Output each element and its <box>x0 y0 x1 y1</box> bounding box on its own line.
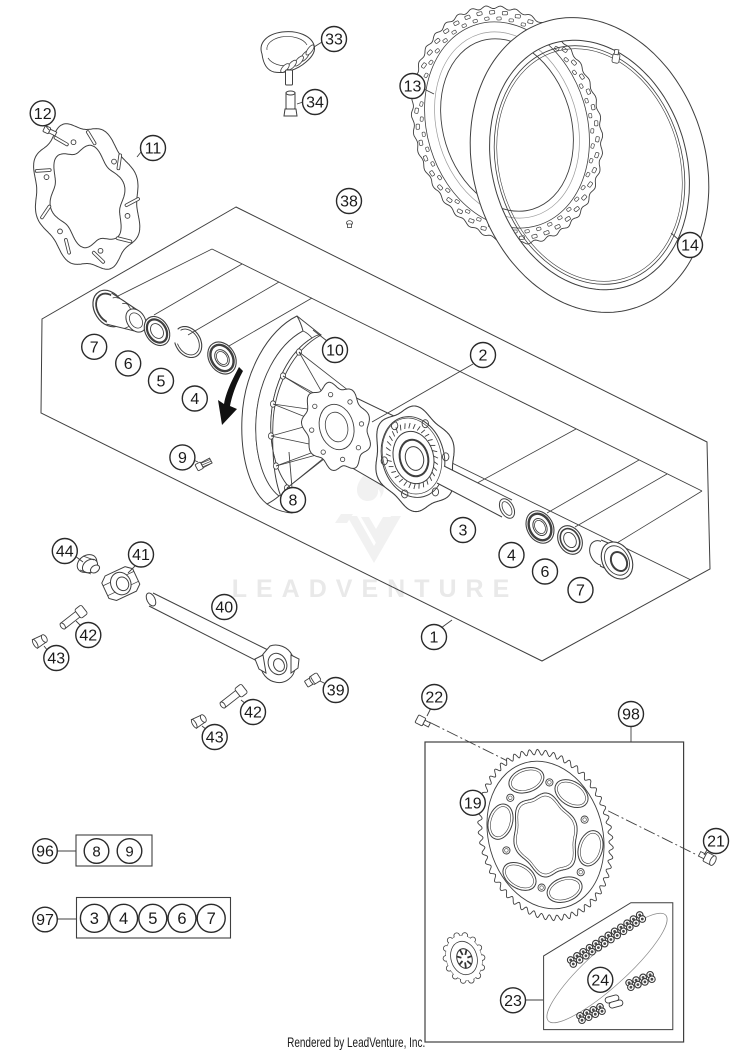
svg-text:6: 6 <box>124 356 133 373</box>
svg-text:3: 3 <box>90 910 99 928</box>
svg-text:23: 23 <box>504 993 522 1010</box>
svg-text:41: 41 <box>132 547 150 564</box>
svg-text:12: 12 <box>34 106 52 123</box>
svg-text:8: 8 <box>289 493 298 510</box>
svg-text:5: 5 <box>148 910 157 928</box>
svg-text:44: 44 <box>56 544 74 561</box>
svg-text:13: 13 <box>404 79 422 96</box>
svg-text:7: 7 <box>207 910 216 928</box>
svg-text:LEADVENTURE: LEADVENTURE <box>232 575 519 603</box>
svg-text:9: 9 <box>125 843 133 860</box>
svg-text:4: 4 <box>119 910 128 928</box>
svg-text:6: 6 <box>541 564 550 581</box>
svg-text:24: 24 <box>591 972 609 989</box>
svg-text:19: 19 <box>464 795 482 812</box>
svg-text:98: 98 <box>622 707 640 724</box>
svg-text:22: 22 <box>425 690 443 707</box>
svg-text:43: 43 <box>47 651 65 668</box>
svg-text:42: 42 <box>79 628 97 645</box>
svg-text:40: 40 <box>215 600 233 617</box>
svg-text:33: 33 <box>325 32 343 49</box>
svg-text:43: 43 <box>206 730 224 747</box>
svg-text:42: 42 <box>244 705 262 722</box>
svg-text:8: 8 <box>92 843 100 860</box>
svg-text:7: 7 <box>576 583 585 600</box>
svg-text:10: 10 <box>326 343 344 360</box>
svg-text:14: 14 <box>681 238 699 255</box>
svg-text:34: 34 <box>306 95 324 112</box>
svg-text:4: 4 <box>507 548 516 565</box>
svg-text:38: 38 <box>340 194 358 211</box>
svg-text:39: 39 <box>327 683 345 700</box>
svg-text:96: 96 <box>36 844 54 861</box>
svg-text:1: 1 <box>430 630 439 647</box>
svg-text:4: 4 <box>190 391 199 408</box>
svg-text:9: 9 <box>178 450 187 467</box>
svg-text:5: 5 <box>157 373 166 390</box>
svg-text:2: 2 <box>479 348 488 365</box>
svg-text:Rendered by LeadVenture, Inc.: Rendered by LeadVenture, Inc. <box>287 1034 425 1050</box>
svg-text:3: 3 <box>459 523 468 540</box>
svg-text:11: 11 <box>145 141 162 158</box>
svg-text:6: 6 <box>177 910 186 928</box>
svg-text:97: 97 <box>36 912 54 929</box>
svg-text:7: 7 <box>90 339 99 356</box>
svg-text:21: 21 <box>707 834 725 851</box>
